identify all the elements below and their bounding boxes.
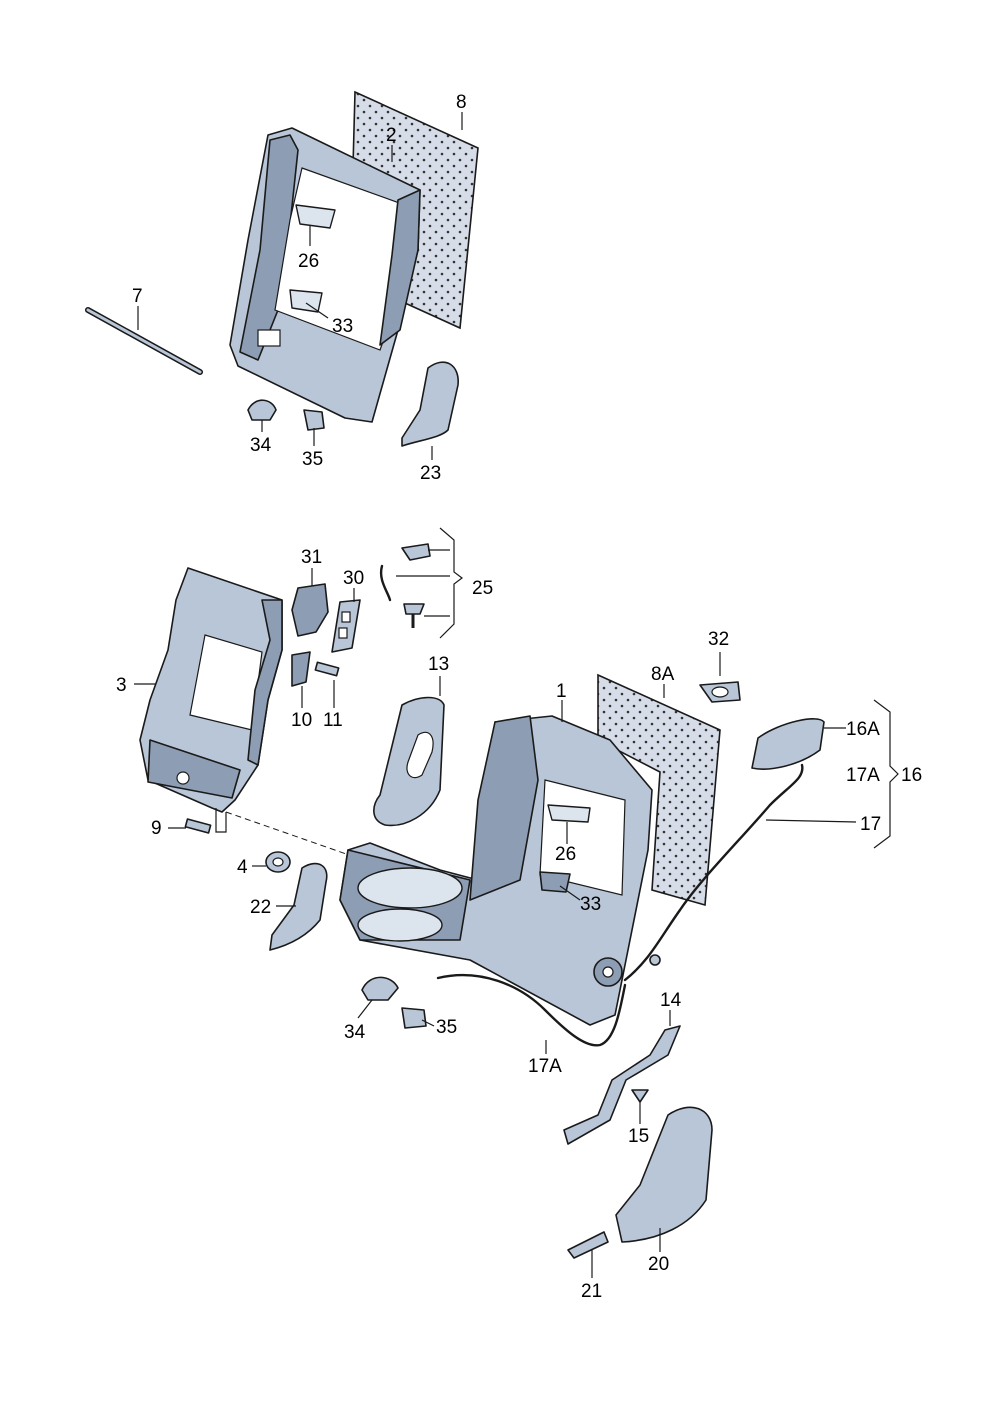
part-23-side-trim xyxy=(401,361,459,447)
label-4: 4 xyxy=(237,857,248,878)
label-34-top: 34 xyxy=(250,435,272,456)
part-22-side-trim xyxy=(269,862,328,951)
part-11-bolt xyxy=(314,661,340,677)
part-1-main-frame xyxy=(339,715,653,1026)
label-10: 10 xyxy=(291,710,312,731)
label-17: 17 xyxy=(860,814,881,835)
part-7-rod xyxy=(85,307,203,375)
label-31: 31 xyxy=(301,547,322,568)
label-32: 32 xyxy=(708,629,729,650)
part-17a-cable xyxy=(436,973,627,1047)
part-4-washer xyxy=(265,851,291,873)
part-9-bolt xyxy=(184,818,212,834)
label-3: 3 xyxy=(116,675,127,696)
callout-labels: 8 2 26 33 7 34 35 23 31 30 25 3 10 11 13… xyxy=(116,92,922,1302)
part-34-clip-lower xyxy=(361,976,399,1001)
label-7: 7 xyxy=(132,286,143,307)
label-25: 25 xyxy=(472,578,493,599)
part-25-screw-kit xyxy=(379,543,431,628)
label-26-bottom: 26 xyxy=(555,844,576,865)
part-10-bracket xyxy=(291,651,311,687)
part-15-bolt xyxy=(631,1089,649,1103)
label-22: 22 xyxy=(250,897,271,918)
part-17-cable xyxy=(623,763,804,982)
label-17a-right: 17A xyxy=(846,765,880,786)
part-31-bracket xyxy=(291,583,329,637)
label-8: 8 xyxy=(456,92,467,113)
label-1: 1 xyxy=(556,681,567,702)
label-16: 16 xyxy=(901,765,922,786)
label-33-bottom: 33 xyxy=(580,894,601,915)
label-15: 15 xyxy=(628,1126,649,1147)
leader-lines xyxy=(134,112,899,1278)
label-21: 21 xyxy=(581,1281,602,1302)
part-35-clip-lower xyxy=(401,1007,427,1029)
label-20: 20 xyxy=(648,1254,669,1275)
label-2: 2 xyxy=(386,125,397,146)
part-16a-handle xyxy=(751,718,825,770)
label-34-bottom: 34 xyxy=(344,1022,366,1043)
part-3-side-frame xyxy=(139,567,283,813)
part-21-trim xyxy=(567,1231,609,1259)
label-14: 14 xyxy=(660,990,682,1011)
label-26-top: 26 xyxy=(298,251,319,272)
part-35-clip-upper xyxy=(303,409,325,431)
label-23: 23 xyxy=(420,463,441,484)
label-17a-bottom: 17A xyxy=(528,1056,562,1077)
part-20-side-cover xyxy=(615,1106,713,1243)
label-8a: 8A xyxy=(651,664,675,685)
label-16a: 16A xyxy=(846,719,880,740)
label-11: 11 xyxy=(323,710,343,731)
label-35-top: 35 xyxy=(302,449,323,470)
part-14-lever xyxy=(563,1025,681,1145)
label-13: 13 xyxy=(428,654,449,675)
part-13-trim xyxy=(373,696,445,827)
label-9: 9 xyxy=(151,818,162,839)
part-32-grommet xyxy=(699,681,741,703)
label-33-top: 33 xyxy=(332,316,353,337)
label-35-bottom: 35 xyxy=(436,1017,457,1038)
part-30-plate xyxy=(331,599,361,653)
part-34-clip-upper xyxy=(247,399,277,421)
label-30: 30 xyxy=(343,568,364,589)
